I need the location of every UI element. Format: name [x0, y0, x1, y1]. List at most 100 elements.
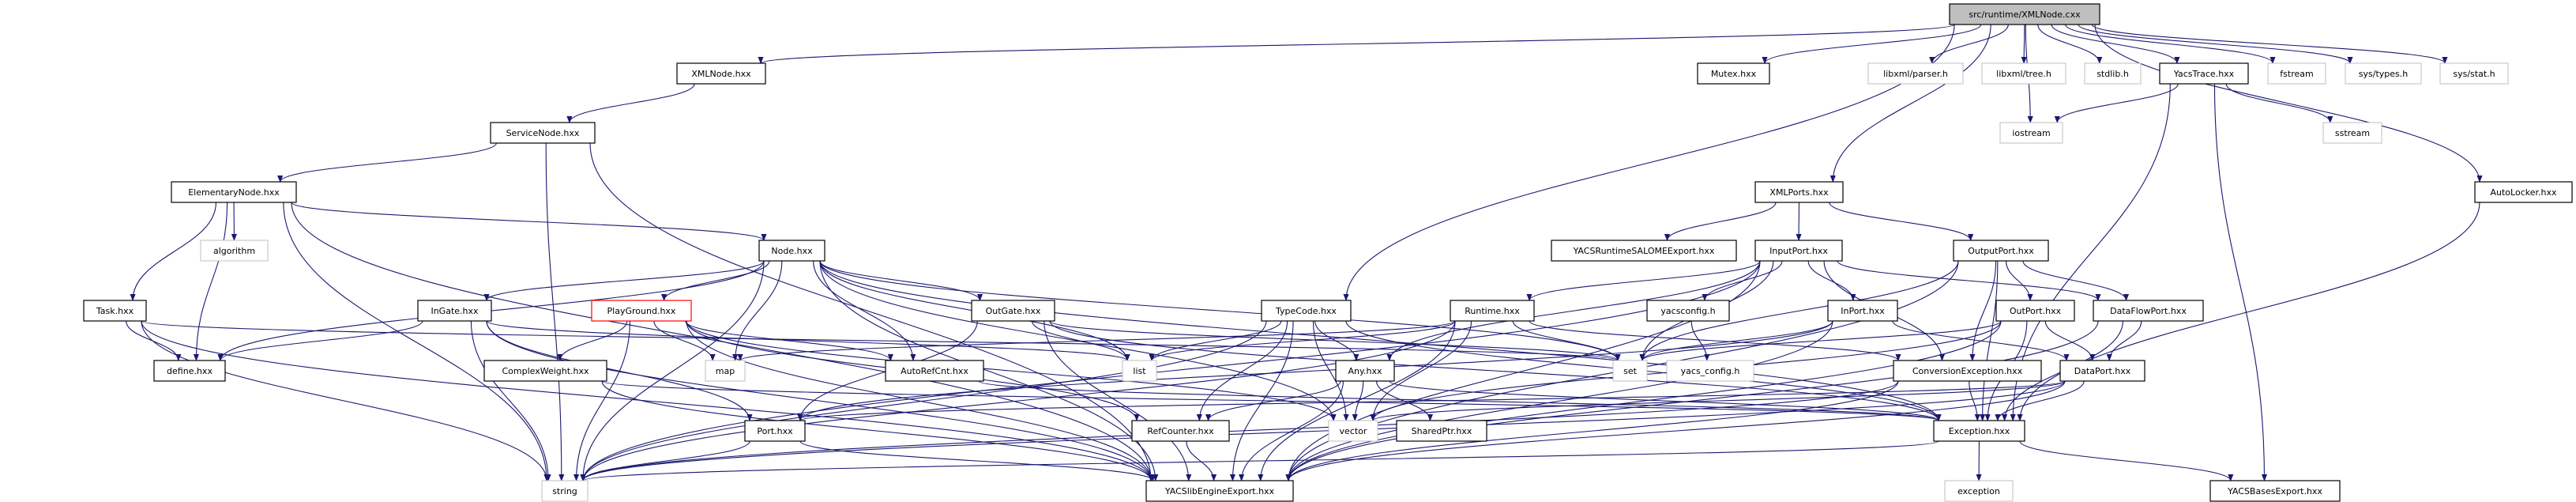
edge-any-to-vector	[1352, 380, 1364, 421]
node-string[interactable]: string	[541, 480, 589, 502]
edge-root-to-sysstat	[2091, 24, 2448, 64]
node-box	[676, 62, 766, 85]
edge-runtime-to-list	[1149, 320, 1456, 361]
edge-playground-to-map	[653, 320, 716, 361]
node-iostream[interactable]: iostream	[1999, 122, 2063, 144]
node-autolocker[interactable]: AutoLocker.hxx	[2474, 181, 2573, 203]
node-outputport[interactable]: OutputPort.hxx	[1953, 240, 2049, 262]
node-label: Node.hxx	[771, 246, 813, 256]
edge-outputport-to-conversionexception	[1969, 260, 1997, 361]
node-map[interactable]: map	[705, 360, 746, 382]
node-label: sys/stat.h	[2453, 69, 2495, 79]
node-port[interactable]: Port.hxx	[744, 420, 806, 442]
node-box	[1145, 480, 1294, 502]
edge-outputport-to-exception_hxx	[1980, 260, 1999, 421]
node-engineexport[interactable]: YACSlibEngineExport.hxx	[1145, 480, 1294, 502]
node-fstream[interactable]: fstream	[2267, 62, 2326, 85]
node-elementarynode[interactable]: ElementaryNode.hxx	[171, 181, 297, 203]
edge-inport-to-dataport	[1892, 320, 2070, 361]
node-yacstrace[interactable]: YacsTrace.hxx	[2159, 62, 2249, 85]
node-label: SharedPtr.hxx	[1412, 426, 1472, 436]
edge-inputport-to-any	[1386, 260, 1761, 361]
edge-node-to-engineexport	[819, 260, 1159, 481]
node-box	[1933, 420, 2025, 442]
node-label: ElementaryNode.hxx	[188, 187, 280, 198]
node-label: InGate.hxx	[431, 306, 479, 316]
node-outport[interactable]: OutPort.hxx	[1995, 300, 2075, 322]
node-yacsconfig[interactable]: yacsconfig.h	[1646, 300, 1730, 322]
node-box	[417, 300, 492, 322]
edge-dataport-to-exception_hxx	[1995, 380, 2085, 421]
node-yacs-config[interactable]: yacs_config.h	[1666, 360, 1754, 382]
node-label: OutputPort.hxx	[1968, 246, 2034, 256]
node-xmlnode[interactable]: XMLNode.hxx	[676, 62, 766, 85]
node-sstream[interactable]: sstream	[2322, 122, 2382, 144]
node-typecode[interactable]: TypeCode.hxx	[1261, 300, 1352, 322]
node-box	[1867, 62, 1964, 85]
node-autorefcnt[interactable]: AutoRefCnt.hxx	[885, 360, 984, 382]
node-inport[interactable]: InPort.hxx	[1827, 300, 1898, 322]
node-systypes[interactable]: sys/types.h	[2345, 62, 2422, 85]
node-refcounter[interactable]: RefCounter.hxx	[1131, 420, 1230, 442]
node-label: XMLPorts.hxx	[1769, 187, 1829, 198]
node-stdlib[interactable]: stdlib.h	[2084, 62, 2142, 85]
node-exception-hxx[interactable]: Exception.hxx	[1933, 420, 2025, 442]
node-box	[2345, 62, 2422, 85]
edge-task-to-engineexport	[141, 320, 1154, 481]
node-salomeexport[interactable]: YACSRuntimeSALOMEExport.hxx	[1551, 240, 1737, 262]
node-label: Any.hxx	[1348, 366, 1382, 376]
node-sharedptr[interactable]: SharedPtr.hxx	[1396, 420, 1487, 442]
node-list[interactable]: list	[1122, 360, 1157, 382]
node-ingate[interactable]: InGate.hxx	[417, 300, 492, 322]
node-runtime[interactable]: Runtime.hxx	[1450, 300, 1535, 322]
edge-ingate-to-engineexport	[486, 320, 1154, 481]
node-outgate[interactable]: OutGate.hxx	[971, 300, 1055, 322]
edge-node-to-set	[819, 260, 1621, 361]
node-label: libxml/tree.h	[1996, 69, 2051, 79]
node-dataport[interactable]: DataPort.hxx	[2059, 360, 2145, 382]
node-label: YACSRuntimeSALOMEExport.hxx	[1573, 246, 1715, 256]
node-box	[744, 420, 806, 442]
node-label: TypeCode.hxx	[1275, 306, 1337, 316]
node-node[interactable]: Node.hxx	[758, 240, 825, 262]
node-set[interactable]: set	[1612, 360, 1648, 382]
node-task[interactable]: Task.hxx	[83, 300, 147, 322]
node-mutex[interactable]: Mutex.hxx	[1697, 62, 1770, 85]
edge-autolocker-to-exception_hxx	[2017, 202, 2480, 421]
edge-inputport-to-runtime	[1526, 260, 1761, 301]
node-dataflowport[interactable]: DataFlowPort.hxx	[2093, 300, 2204, 322]
node-vector[interactable]: vector	[1328, 420, 1378, 442]
node-conversionexception[interactable]: ConversionException.hxx	[1893, 360, 2042, 382]
node-box	[591, 300, 692, 322]
node-define[interactable]: define.hxx	[153, 360, 226, 382]
edge-outgate-to-list	[1031, 320, 1130, 361]
node-playground[interactable]: PlayGround.hxx	[591, 300, 692, 322]
node-servicenode[interactable]: ServiceNode.hxx	[490, 122, 596, 144]
edge-outgate-to-set	[1049, 320, 1621, 361]
node-label: Exception.hxx	[1949, 426, 2010, 436]
node-label: exception	[1957, 486, 2000, 496]
edge-node-to-autorefcnt	[813, 260, 916, 361]
edge-yacsconfig-to-yacs_config	[1690, 320, 1710, 361]
node-sysstat[interactable]: sys/stat.h	[2439, 62, 2509, 85]
node-algorithm[interactable]: algorithm	[200, 240, 269, 262]
node-inputport[interactable]: InputPort.hxx	[1754, 240, 1843, 262]
node-box	[1612, 360, 1648, 382]
edge-refcounter-to-engineexport	[1186, 440, 1217, 481]
node-parser[interactable]: libxml/parser.h	[1867, 62, 1964, 85]
node-box	[1953, 240, 2049, 262]
node-tree[interactable]: libxml/tree.h	[1981, 62, 2066, 85]
node-exception[interactable]: exception	[1944, 480, 2014, 502]
edge-yacstrace-to-iostream	[2054, 83, 2179, 123]
edge-outputport-to-outport	[2005, 260, 2033, 301]
edge-dataport-to-engineexport	[1285, 380, 2066, 481]
node-any[interactable]: Any.hxx	[1335, 360, 1395, 382]
node-complexweight[interactable]: ComplexWeight.hxx	[483, 360, 607, 382]
edge-inputport-to-engineexport	[1285, 260, 1761, 481]
node-basesexport[interactable]: YACSBasesExport.hxx	[2209, 480, 2341, 502]
edge-port-to-string	[580, 440, 750, 481]
node-root[interactable]: src/runtime/XMLNode.cxx	[1949, 3, 2100, 25]
node-xmlports[interactable]: XMLPorts.hxx	[1754, 181, 1844, 203]
edge-runtime-to-engineexport	[1258, 320, 1456, 481]
node-box	[2267, 62, 2326, 85]
